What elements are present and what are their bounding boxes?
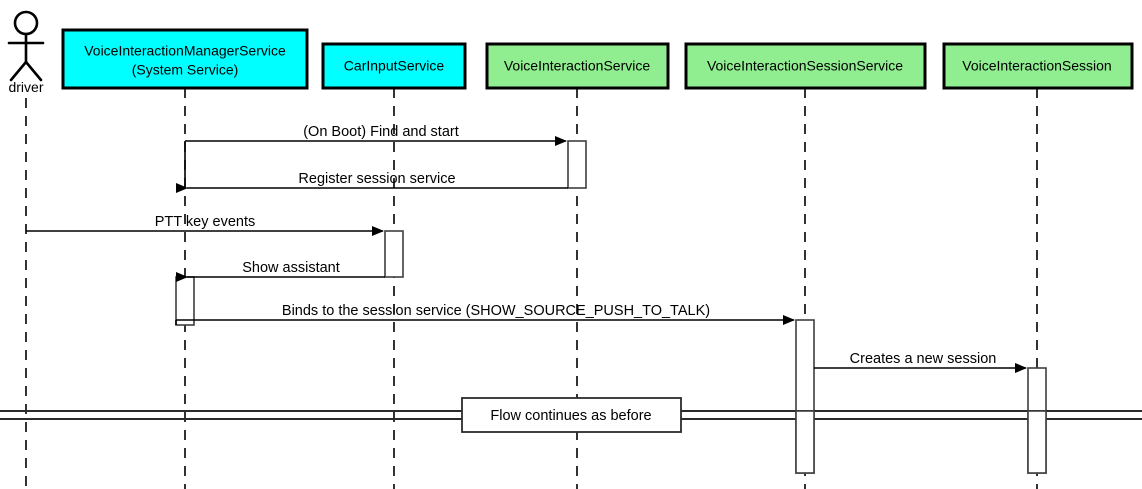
message-label-on-boot-find-and-start: (On Boot) Find and start (303, 124, 459, 140)
participant-vis[interactable]: VoiceInteractionService (485, 42, 670, 489)
activation-bar-vsession-lower (1027, 410, 1047, 474)
participant-label-vis: VoiceInteractionService (504, 58, 651, 74)
actor-right-leg-icon (24, 60, 43, 82)
message-label-binds-to-session-service: Binds to the session service (SHOW_SOURC… (282, 303, 710, 319)
message-on-boot-find-and-start: (On Boot) Find and start (184, 124, 567, 188)
message-label-creates-a-new-session: Creates a new session (850, 351, 997, 367)
activation-bar-viss-lower (795, 410, 815, 474)
actor-label-driver: driver (8, 79, 43, 95)
participant-box-vims[interactable] (61, 28, 309, 90)
actor-head-icon (13, 10, 39, 36)
participant-carinput[interactable]: CarInputService (321, 42, 467, 489)
activation-bar-carinput (384, 230, 404, 278)
participant-label-carinput: CarInputService (344, 58, 445, 74)
participant-vsession[interactable]: VoiceInteractionSession (942, 42, 1134, 489)
participant-label-vsession: VoiceInteractionSession (962, 58, 1111, 74)
participant-box-vsession[interactable] (942, 42, 1134, 90)
message-register-session-service: Register session service (176, 171, 568, 193)
message-label-show-assistant: Show assistant (242, 260, 340, 276)
flow-divider: Flow continues as before (0, 397, 1142, 433)
message-binds-to-session-service: Binds to the session service (SHOW_SOURC… (175, 303, 795, 325)
divider-note-box (461, 397, 682, 433)
participant-vims[interactable]: VoiceInteractionManagerService (System S… (61, 28, 309, 489)
participant-box-viss[interactable] (684, 42, 927, 90)
actor-driver: driver (7, 10, 45, 489)
participant-box-vis[interactable] (485, 42, 670, 90)
message-label-register-session-service: Register session service (298, 171, 455, 187)
participant-label-viss: VoiceInteractionSessionService (707, 58, 903, 74)
message-creates-a-new-session: Creates a new session (814, 351, 1027, 373)
message-ptt-key-events: PTT key events (26, 214, 384, 236)
participant-box-carinput[interactable] (321, 42, 467, 90)
message-label-ptt-key-events: PTT key events (155, 214, 255, 230)
message-show-assistant: Show assistant (176, 260, 385, 282)
divider-note-label: Flow continues as before (490, 408, 651, 424)
participant-viss[interactable]: VoiceInteractionSessionService (684, 42, 927, 489)
actor-left-leg-icon (9, 60, 28, 82)
participant-label-vims-line1: VoiceInteractionManagerService (84, 43, 286, 59)
activation-bar-vims (175, 276, 195, 326)
activation-bar-vis (567, 140, 587, 189)
participant-label-vims-line2: (System Service) (132, 62, 239, 78)
